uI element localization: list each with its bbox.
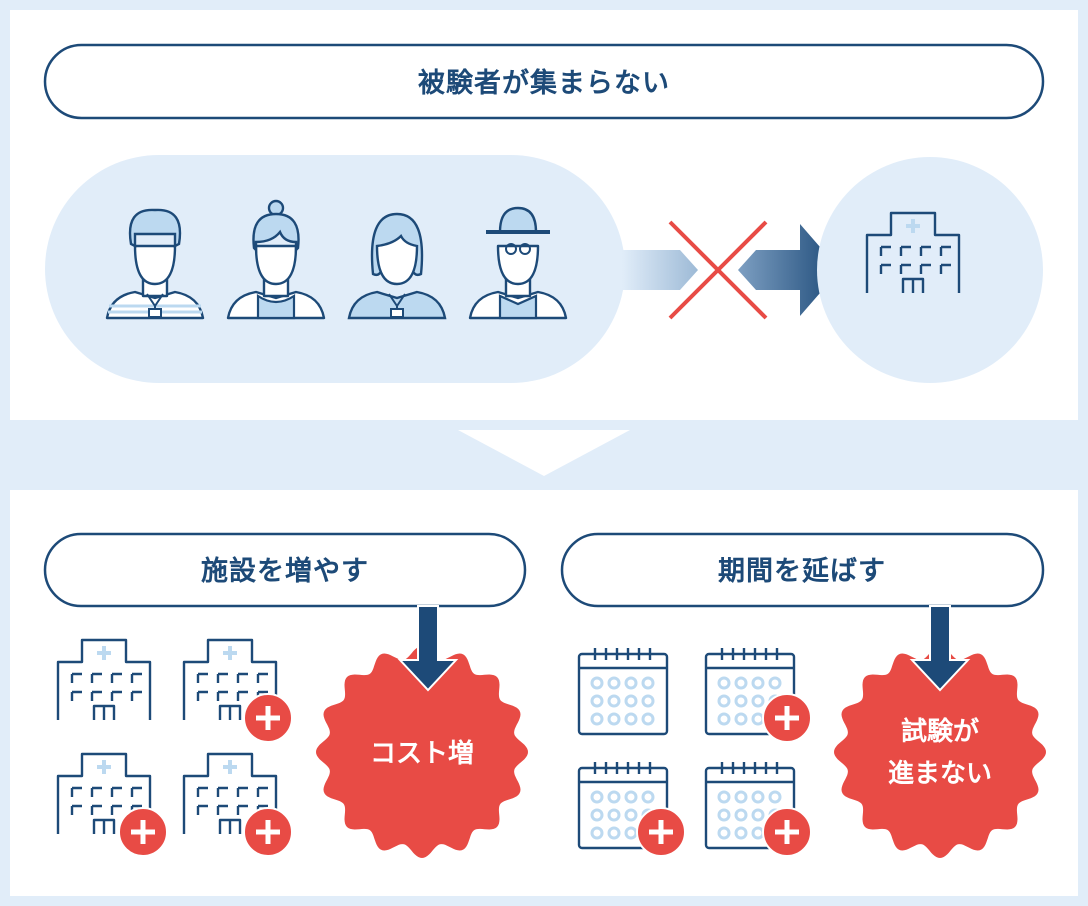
down-arrow-left: [397, 605, 459, 692]
down-arrow-right: [909, 605, 971, 692]
participants-group: [45, 155, 625, 383]
cost-increase-label: コスト増: [370, 739, 474, 769]
trial-stalled-line1: 試験が: [901, 716, 979, 747]
plus-icon: [244, 808, 292, 856]
participant-woman-id-icon: [347, 212, 447, 320]
cost-increase-burst: [316, 646, 528, 858]
trial-stalled-line2: 進まない: [888, 759, 992, 789]
plus-icon: [119, 808, 167, 856]
pointer-arrow: [458, 430, 630, 476]
plus-icon: [763, 808, 811, 856]
increase-facilities-title: 施設を増やす: [201, 555, 369, 587]
increase-facilities-pill: [43, 532, 527, 608]
plus-icon: [637, 808, 685, 856]
participant-man-icon: [105, 208, 205, 320]
problem-title-pill: [43, 43, 1045, 120]
participant-elderly-man-icon: [468, 206, 568, 320]
flow-arrow-light: [622, 250, 698, 290]
extend-period-title: 期間を延ばす: [718, 556, 886, 587]
problem-title: 被験者が集まらない: [418, 67, 670, 99]
plus-icon: [763, 694, 811, 742]
calendar-icon: [577, 646, 669, 736]
plus-icon: [244, 694, 292, 742]
extend-period-pill: [560, 532, 1045, 608]
trial-stalled-burst: [834, 646, 1046, 858]
cross-mark-icon: [668, 220, 768, 320]
flow-arrow-dark: [738, 224, 840, 316]
participant-woman-apron-icon: [226, 199, 326, 320]
hospital-circle: [817, 157, 1043, 383]
